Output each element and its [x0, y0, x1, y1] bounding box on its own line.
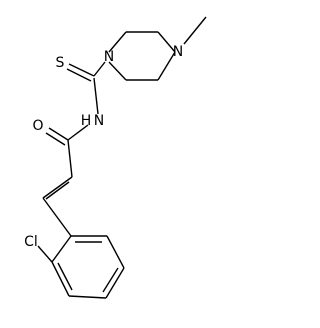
bond-ring-inner-3	[102, 267, 119, 293]
bond-nh-carbonyl	[67, 124, 89, 141]
atom-piperazine-n4: N	[173, 44, 183, 60]
bond-alkene-a	[42, 176, 73, 199]
bond-ring-c3-c4	[68, 295, 107, 299]
atom-carbonyl-oxygen: O	[32, 118, 43, 134]
bond-ring-chlorine	[37, 245, 53, 263]
bond-n1-c2	[108, 31, 127, 53]
bond-n4-c5	[157, 51, 176, 81]
bond-ring-c1-c2	[51, 235, 72, 263]
bond-carbonyl-alkene	[67, 139, 73, 178]
atom-amide-nitrogen: N	[94, 113, 104, 129]
atom-sulfur: S	[56, 55, 65, 71]
bond-ring-c2-c3	[51, 261, 70, 297]
bond-carbonyl-o-b	[45, 132, 66, 146]
bond-c6-n1	[108, 61, 127, 81]
bond-n4-methyl	[183, 16, 207, 45]
bond-alkene-b	[45, 181, 70, 200]
bond-thiocarbon-s-b	[66, 68, 92, 82]
bond-thiocarbon-nh	[93, 77, 99, 115]
bond-n1-thiocarbon	[93, 61, 106, 77]
chemical-structure: N N S N H O Cl	[24, 16, 207, 299]
atom-chlorine: Cl	[24, 234, 38, 250]
bond-alkene-aryl	[42, 197, 72, 237]
atom-piperazine-n1: N	[104, 49, 114, 65]
bonds	[37, 16, 207, 299]
atom-amide-hydrogen: H	[81, 113, 92, 129]
bond-ring-inner-2	[57, 262, 73, 291]
bond-ring-c4-c5	[105, 267, 125, 299]
bond-c3-n4	[157, 31, 176, 53]
bond-carbonyl-o-a	[48, 127, 69, 141]
bond-ring-c5-c6	[106, 235, 125, 269]
atom-labels: N N S N H O Cl	[24, 44, 183, 250]
bond-thiocarbon-s-a	[68, 63, 95, 77]
